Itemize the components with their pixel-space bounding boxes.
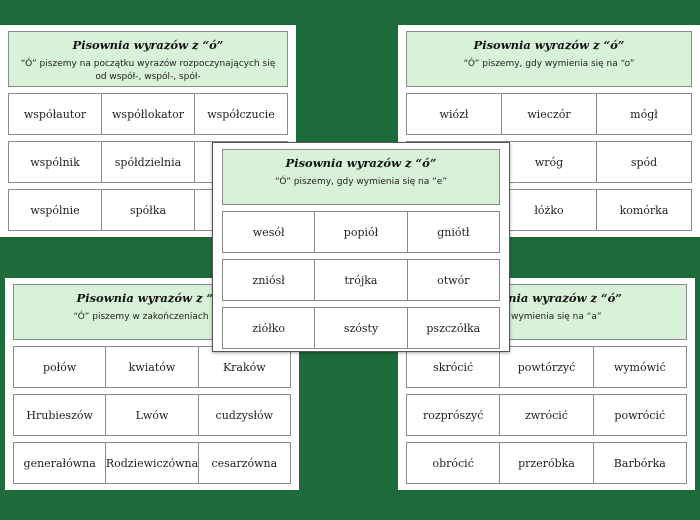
word-cell: cesarzówna bbox=[197, 442, 291, 484]
word-row: rozprószyć zwrócić powrócić bbox=[406, 394, 687, 436]
word-cell: wieczór bbox=[501, 93, 597, 135]
word-cell: ziółko bbox=[222, 307, 316, 349]
word-row: generałówna Rodziewiczówna cesarzówna bbox=[13, 442, 291, 484]
word-cell: powrócić bbox=[592, 394, 687, 436]
card-header: Pisownia wyrazów z “ó” “Ó” piszemy, gdy … bbox=[222, 149, 500, 205]
word-cell: powtórzyć bbox=[499, 346, 594, 388]
word-cell: współczucie bbox=[194, 93, 288, 135]
card-subtitle: “Ó” piszemy na początku wyrazów rozpoczy… bbox=[20, 59, 276, 82]
word-row: skrócić powtórzyć wymówić bbox=[406, 346, 687, 388]
card-subtitle: gdy wymienia się na “a” bbox=[491, 312, 602, 322]
word-cell: współautor bbox=[8, 93, 102, 135]
word-cell: popiół bbox=[314, 211, 408, 253]
card-title: Pisownia wyrazów z “ó” bbox=[473, 38, 625, 52]
word-cell: zniósł bbox=[222, 259, 316, 301]
word-cell: wymówić bbox=[592, 346, 687, 388]
word-cell: szósty bbox=[314, 307, 408, 349]
word-cell: rozprószyć bbox=[406, 394, 501, 436]
word-row: obrócić przeróbka Barbórka bbox=[406, 442, 687, 484]
card-header: Pisownia wyrazów z “ó” “Ó” piszemy, gdy … bbox=[406, 31, 692, 87]
word-cell: Rodziewiczówna bbox=[105, 442, 199, 484]
card-title: Pisownia wyrazów z “ó” bbox=[285, 156, 437, 170]
word-cell: komórka bbox=[596, 189, 692, 231]
word-cell: wróg bbox=[501, 141, 597, 183]
card-title: Pisownia wyrazów z “ó” bbox=[76, 291, 228, 305]
word-cell: cudzysłów bbox=[197, 394, 291, 436]
word-cell: trójka bbox=[314, 259, 408, 301]
word-cell: spód bbox=[596, 141, 692, 183]
word-cell: Barbórka bbox=[592, 442, 687, 484]
card-subtitle: “Ó” piszemy, gdy wymienia się na “o” bbox=[463, 59, 635, 69]
word-row: Hrubieszów Lwów cudzysłów bbox=[13, 394, 291, 436]
word-row: zniósł trójka otwór bbox=[222, 259, 500, 301]
card-wspol-prefix: Pisownia wyrazów z “ó” “Ó” piszemy na po… bbox=[0, 25, 296, 237]
card-subtitle: “Ó” piszemy w zakończeniach -ów, bbox=[73, 312, 231, 322]
word-cell: gniótł bbox=[406, 211, 500, 253]
word-cell: Lwów bbox=[105, 394, 199, 436]
word-cell: zwrócić bbox=[499, 394, 594, 436]
card-subtitle: “Ó” piszemy, gdy wymienia się na “e” bbox=[275, 177, 447, 187]
word-cell: otwór bbox=[406, 259, 500, 301]
card-e-exchange: Pisownia wyrazów z “ó” “Ó” piszemy, gdy … bbox=[212, 142, 510, 352]
word-cell: przeróbka bbox=[499, 442, 594, 484]
word-row: wiózł wieczór mógł bbox=[406, 93, 692, 135]
word-cell: wesół bbox=[222, 211, 316, 253]
word-cell: połów bbox=[13, 346, 107, 388]
word-cell: współlokator bbox=[101, 93, 195, 135]
word-cell: Hrubieszów bbox=[13, 394, 107, 436]
word-cell: spółdzielnia bbox=[101, 141, 195, 183]
word-cell: Kraków bbox=[197, 346, 291, 388]
word-cell: wspólnie bbox=[8, 189, 102, 231]
word-cell: skrócić bbox=[406, 346, 501, 388]
word-cell: generałówna bbox=[13, 442, 107, 484]
word-cell: łóżko bbox=[501, 189, 597, 231]
card-header: Pisownia wyrazów z “ó” “Ó” piszemy na po… bbox=[8, 31, 288, 87]
word-cell: kwiatów bbox=[105, 346, 199, 388]
word-row: współautor współlokator współczucie bbox=[8, 93, 288, 135]
word-row: wesół popiół gniótł bbox=[222, 211, 500, 253]
word-row: ziółko szósty pszczółka bbox=[222, 307, 500, 349]
word-cell: wiózł bbox=[406, 93, 502, 135]
word-cell: mógł bbox=[596, 93, 692, 135]
word-cell: spółka bbox=[101, 189, 195, 231]
word-cell: obrócić bbox=[406, 442, 501, 484]
word-cell: pszczółka bbox=[406, 307, 500, 349]
word-cell: wspólnik bbox=[8, 141, 102, 183]
card-title: Pisownia wyrazów z “ó” bbox=[72, 38, 224, 52]
word-row: połów kwiatów Kraków bbox=[13, 346, 291, 388]
